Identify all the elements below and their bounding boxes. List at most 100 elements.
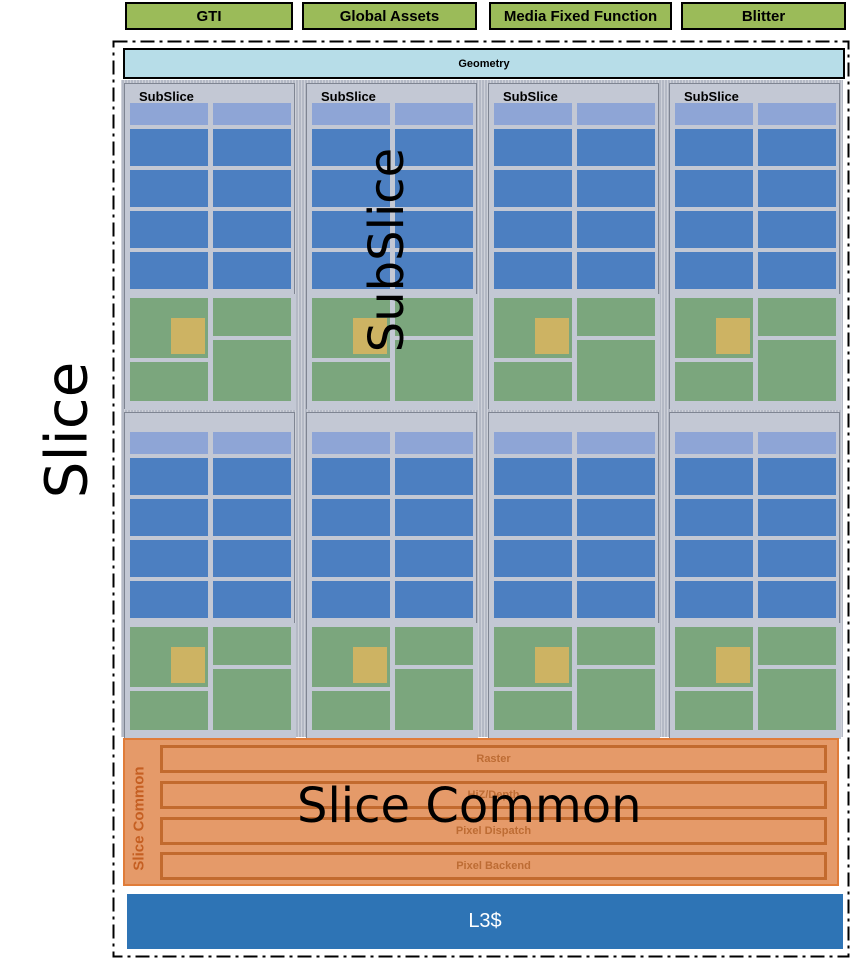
eu-cell: [130, 252, 208, 289]
texture-block: [395, 627, 473, 665]
texture-block: [312, 691, 390, 730]
eu-header-cell: [395, 103, 473, 125]
eu-cell: [675, 540, 753, 577]
eu-cell: [758, 252, 836, 289]
geometry-block: Geometry: [123, 48, 845, 79]
sampler-cache-block: [171, 647, 205, 683]
texture-block: [213, 298, 291, 336]
eu-cell: [395, 540, 473, 577]
eu-header-cell: [213, 432, 291, 454]
eu-cell: [312, 211, 390, 248]
eu-header-cell: [395, 432, 473, 454]
texture-block: [395, 340, 473, 401]
eu-cell: [312, 170, 390, 207]
eu-cell: [494, 581, 572, 618]
eu-cell: [577, 458, 655, 495]
eu-header-cell: [312, 432, 390, 454]
eu-cell: [213, 458, 291, 495]
sampler-cache-block: [716, 318, 750, 354]
sampler-area: [670, 623, 841, 739]
eu-header-cell: [577, 432, 655, 454]
eu-cell: [675, 211, 753, 248]
eu-cell: [130, 499, 208, 536]
eu-cell: [758, 129, 836, 166]
subslice-block: SubSlice: [306, 83, 478, 410]
eu-cell: [675, 252, 753, 289]
eu-cell: [494, 540, 572, 577]
eu-cell: [130, 129, 208, 166]
media-fixed-function-unit: Media Fixed Function: [489, 2, 672, 30]
texture-block: [213, 340, 291, 401]
subslice-label: SubSlice: [139, 89, 194, 104]
media-fixed-function-label: Media Fixed Function: [503, 7, 658, 25]
sampler-area: [125, 623, 296, 739]
sampler-cache-block: [535, 647, 569, 683]
sampler-area: [125, 294, 296, 410]
eu-cell: [758, 170, 836, 207]
texture-block: [675, 362, 753, 401]
subslice-block: [124, 412, 296, 739]
slice-common-side-label: Slice Common: [130, 766, 148, 871]
eu-cell: [675, 458, 753, 495]
eu-header-cell: [494, 432, 572, 454]
eu-cell: [494, 252, 572, 289]
texture-block: [130, 691, 208, 730]
pixel-backend-label: Pixel Backend: [456, 860, 531, 872]
l3-cache-label: L3$: [468, 910, 502, 932]
texture-block: [395, 669, 473, 730]
eu-header-cell: [130, 432, 208, 454]
eu-cell: [213, 499, 291, 536]
eu-cell: [494, 211, 572, 248]
eu-cell: [312, 499, 390, 536]
geometry-label: Geometry: [458, 57, 510, 70]
eu-cell: [577, 499, 655, 536]
sampler-area: [670, 294, 841, 410]
raster-label: Raster: [476, 753, 511, 765]
eu-cell: [758, 499, 836, 536]
eu-header-cell: [130, 103, 208, 125]
sampler-cache-block: [353, 318, 387, 354]
eu-header-cell: [577, 103, 655, 125]
eu-cell: [312, 458, 390, 495]
global-assets-label: Global Assets: [339, 7, 440, 25]
hiz-depth-label: HiZ/Depth: [467, 789, 520, 801]
eu-cell: [312, 540, 390, 577]
eu-cell: [577, 129, 655, 166]
subslice-block: [669, 412, 841, 739]
eu-cell: [577, 581, 655, 618]
texture-block: [312, 362, 390, 401]
sampler-cache-block: [353, 647, 387, 683]
raster-bar: Raster: [160, 745, 827, 773]
slice-overlay-label: Slice: [32, 361, 100, 499]
eu-cell: [130, 458, 208, 495]
texture-block: [758, 627, 836, 665]
sampler-area: [489, 294, 660, 410]
slice-outline: [112, 40, 850, 958]
l3-cache-block: L3$: [127, 894, 843, 949]
eu-cell: [213, 211, 291, 248]
gti-label: GTI: [196, 7, 222, 25]
eu-header-cell: [675, 432, 753, 454]
eu-cell: [675, 129, 753, 166]
subslice-block: SubSlice: [124, 83, 296, 410]
texture-block: [494, 362, 572, 401]
eu-cell: [312, 129, 390, 166]
eu-cell: [130, 211, 208, 248]
eu-cell: [675, 170, 753, 207]
eu-cell: [758, 540, 836, 577]
eu-cell: [494, 499, 572, 536]
eu-cell: [395, 129, 473, 166]
texture-block: [577, 340, 655, 401]
blitter-unit: Blitter: [681, 2, 846, 30]
eu-cell: [758, 458, 836, 495]
eu-cell: [395, 499, 473, 536]
eu-cell: [395, 252, 473, 289]
subslice-block: [306, 412, 478, 739]
texture-block: [758, 340, 836, 401]
eu-cell: [213, 170, 291, 207]
subslice-block: SubSlice: [669, 83, 841, 410]
eu-header-cell: [494, 103, 572, 125]
eu-cell: [395, 170, 473, 207]
eu-cell: [213, 129, 291, 166]
eu-cell: [130, 540, 208, 577]
